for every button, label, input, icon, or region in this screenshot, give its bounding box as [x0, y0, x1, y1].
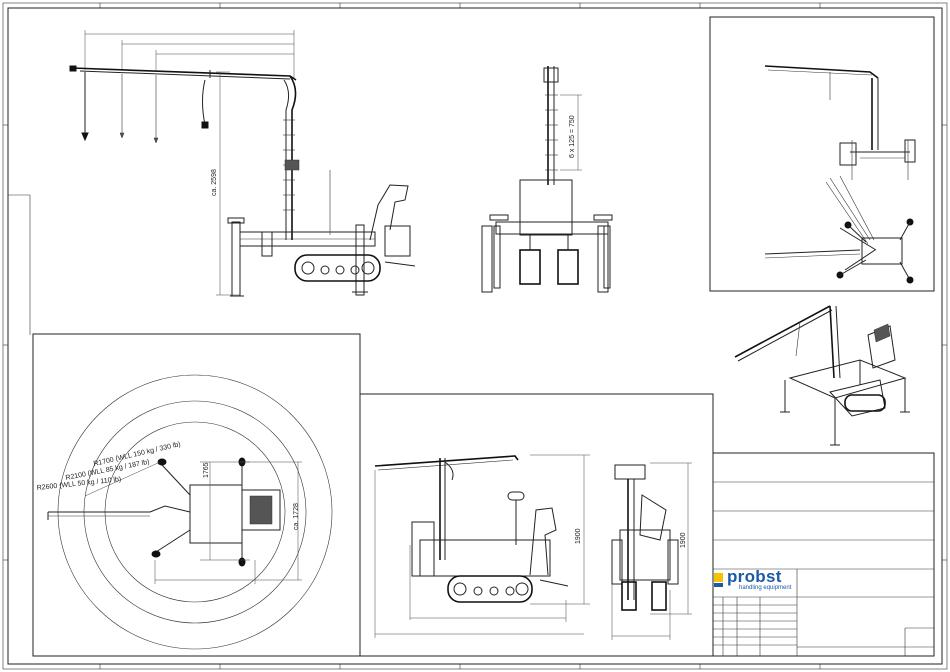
frame-radius-plan	[33, 334, 360, 656]
outrigger-width-label: 1765	[203, 462, 210, 478]
title-block	[713, 453, 934, 656]
mast-steps-label: 6 x 125 = 750	[569, 115, 576, 158]
top-view-boom-rotation	[765, 66, 915, 283]
side-view-folded	[375, 455, 590, 638]
folded-height-side-label: 1900	[575, 528, 582, 544]
height-total-label: ca. 2598	[211, 169, 218, 196]
front-view-extended	[482, 66, 612, 292]
brand-mark-blue	[714, 583, 723, 587]
radius-plan-view	[48, 375, 332, 649]
side-view-extended	[70, 30, 415, 296]
isometric-view	[735, 306, 910, 445]
sheet-notch	[8, 195, 30, 335]
front-view-folded	[612, 463, 692, 640]
frame-top-view-box	[710, 17, 934, 291]
frame-folded-views	[360, 394, 713, 656]
sheet-inner-border	[8, 8, 942, 664]
brand-tagline: handling equipment	[739, 585, 791, 591]
brand-mark-yellow	[714, 573, 723, 582]
folded-height-front-label: 1900	[680, 532, 687, 548]
track-width-label: ca. 1728	[293, 503, 300, 530]
brand-logo-text: probst	[727, 567, 782, 587]
